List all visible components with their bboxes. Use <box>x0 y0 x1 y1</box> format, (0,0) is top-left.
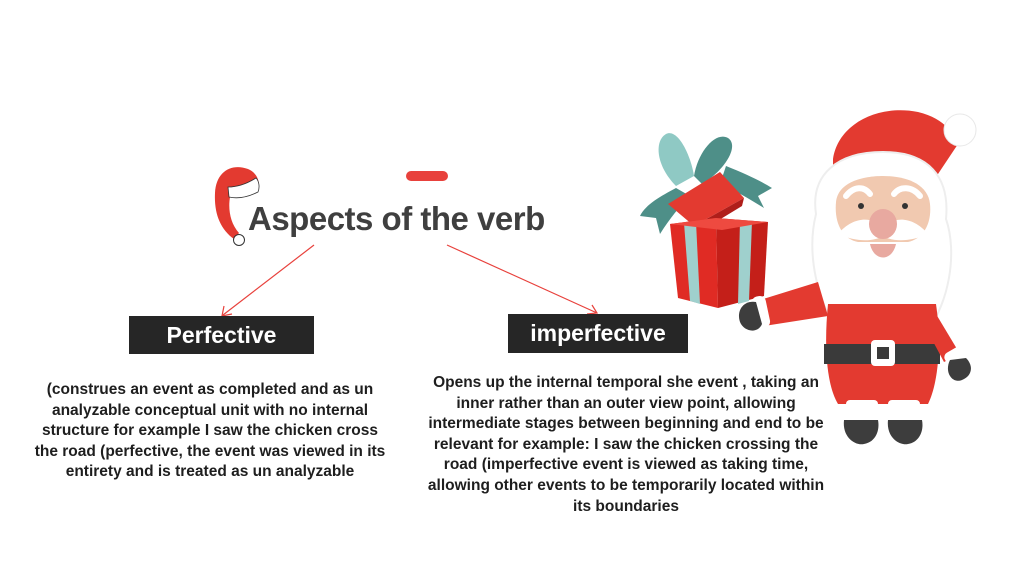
perfective-label: Perfective <box>166 321 277 348</box>
perfective-label-box: Perfective <box>129 316 314 354</box>
imperfective-label: imperfective <box>530 320 666 346</box>
accent-bar <box>406 171 448 181</box>
gift-box-icon <box>640 133 772 308</box>
santa-claus-icon <box>738 110 977 445</box>
santa-hat-icon <box>214 167 260 246</box>
imperfective-label-box: imperfective <box>508 314 688 353</box>
imperfective-description: Opens up the internal temporal she event… <box>427 374 825 515</box>
perfective-description: (construes an event as completed and as … <box>34 381 386 481</box>
slide-title: Aspects of the verb <box>248 200 545 237</box>
